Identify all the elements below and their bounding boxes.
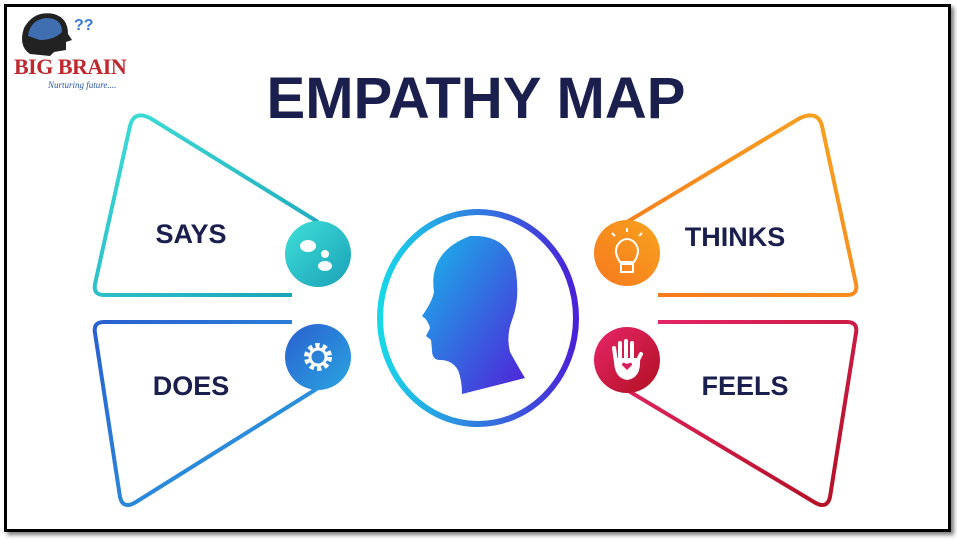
logo-name: BIG BRAIN <box>14 54 127 79</box>
logo-tagline: Nurturing future.... <box>48 80 117 90</box>
question-marks: ?? <box>74 17 94 34</box>
brain-head-icon: ?? <box>22 13 94 56</box>
slide-border <box>4 4 951 532</box>
big-brain-logo: ?? BIG BRAIN Nurturing future.... <box>10 8 134 92</box>
